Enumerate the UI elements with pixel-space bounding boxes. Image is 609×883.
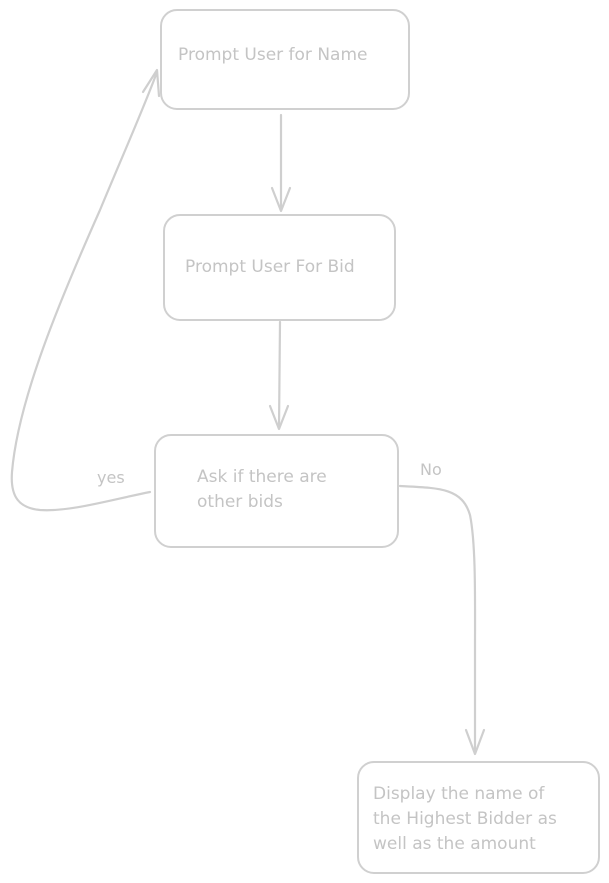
edge-ask-to-display-no[interactable]: No xyxy=(398,460,486,756)
node-label-line: well as the amount xyxy=(373,834,536,854)
node-box xyxy=(154,434,399,548)
node-box xyxy=(163,214,396,321)
node-label-line: Prompt User For Bid xyxy=(185,257,355,277)
node-label-line: the Highest Bidder as xyxy=(373,809,557,829)
node-label-line: other bids xyxy=(197,492,283,512)
edge-label-no: No xyxy=(420,460,442,479)
node-prompt-user-for-name[interactable]: Prompt User for Name xyxy=(160,9,410,110)
arrowhead-icon xyxy=(270,186,292,213)
arrowhead-icon xyxy=(268,404,290,431)
arrowhead-icon xyxy=(141,68,161,98)
edge-bid-to-ask[interactable] xyxy=(268,320,290,431)
node-display-highest-bidder[interactable]: Display the name of the Highest Bidder a… xyxy=(357,761,600,874)
node-box xyxy=(357,761,600,874)
node-ask-other-bids[interactable]: Ask if there are other bids xyxy=(154,434,399,548)
edge-label-yes: yes xyxy=(97,468,125,487)
connector-line xyxy=(398,484,477,754)
connector-line xyxy=(10,70,159,512)
node-box xyxy=(160,9,410,110)
edge-name-to-bid[interactable] xyxy=(270,113,292,213)
node-label-line: Display the name of xyxy=(373,784,545,804)
node-label-line: Ask if there are xyxy=(197,467,327,487)
node-label-line: Prompt User for Name xyxy=(178,45,367,65)
connector-line xyxy=(277,320,282,430)
arrowhead-icon xyxy=(464,728,486,756)
node-prompt-user-for-bid[interactable]: Prompt User For Bid xyxy=(163,214,396,321)
edge-ask-to-name-yes[interactable]: yes xyxy=(10,68,161,512)
